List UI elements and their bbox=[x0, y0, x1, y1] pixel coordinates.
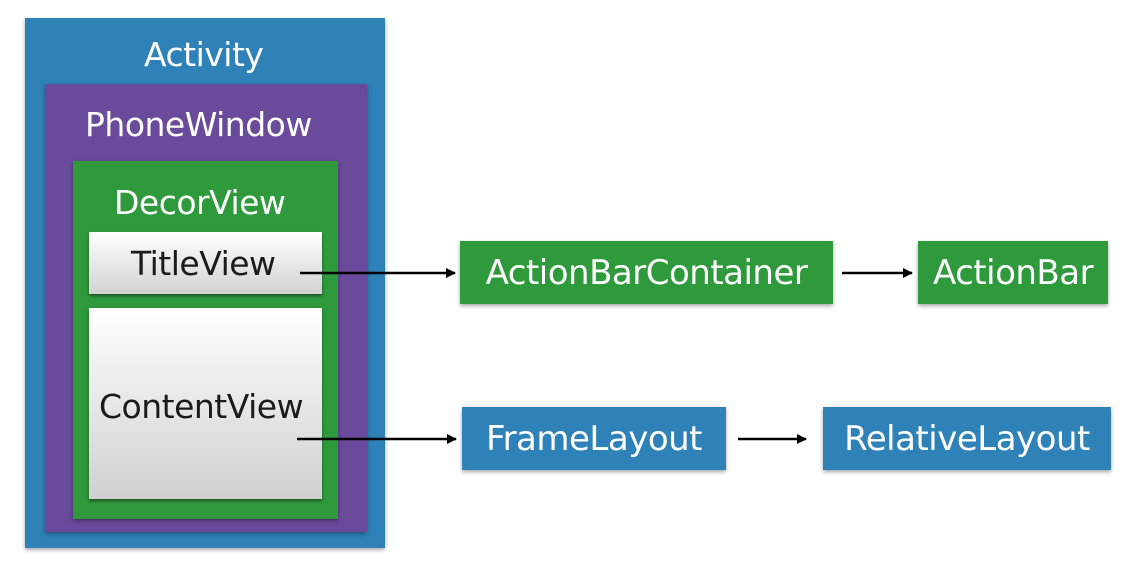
frame-layout-box: FrameLayout bbox=[462, 407, 726, 470]
relative-layout-box: RelativeLayout bbox=[823, 407, 1111, 470]
content-view-label: ContentView bbox=[99, 387, 304, 426]
action-bar-box: ActionBar bbox=[918, 241, 1108, 304]
content-view-box bbox=[89, 308, 322, 499]
action-bar-container-box: ActionBarContainer bbox=[460, 241, 833, 304]
title-view-label: TitleView bbox=[131, 244, 276, 283]
title-view-box bbox=[89, 232, 322, 294]
phone-window-label: PhoneWindow bbox=[85, 105, 312, 144]
decor-view-label: DecorView bbox=[114, 183, 286, 222]
activity-label: Activity bbox=[144, 35, 264, 74]
